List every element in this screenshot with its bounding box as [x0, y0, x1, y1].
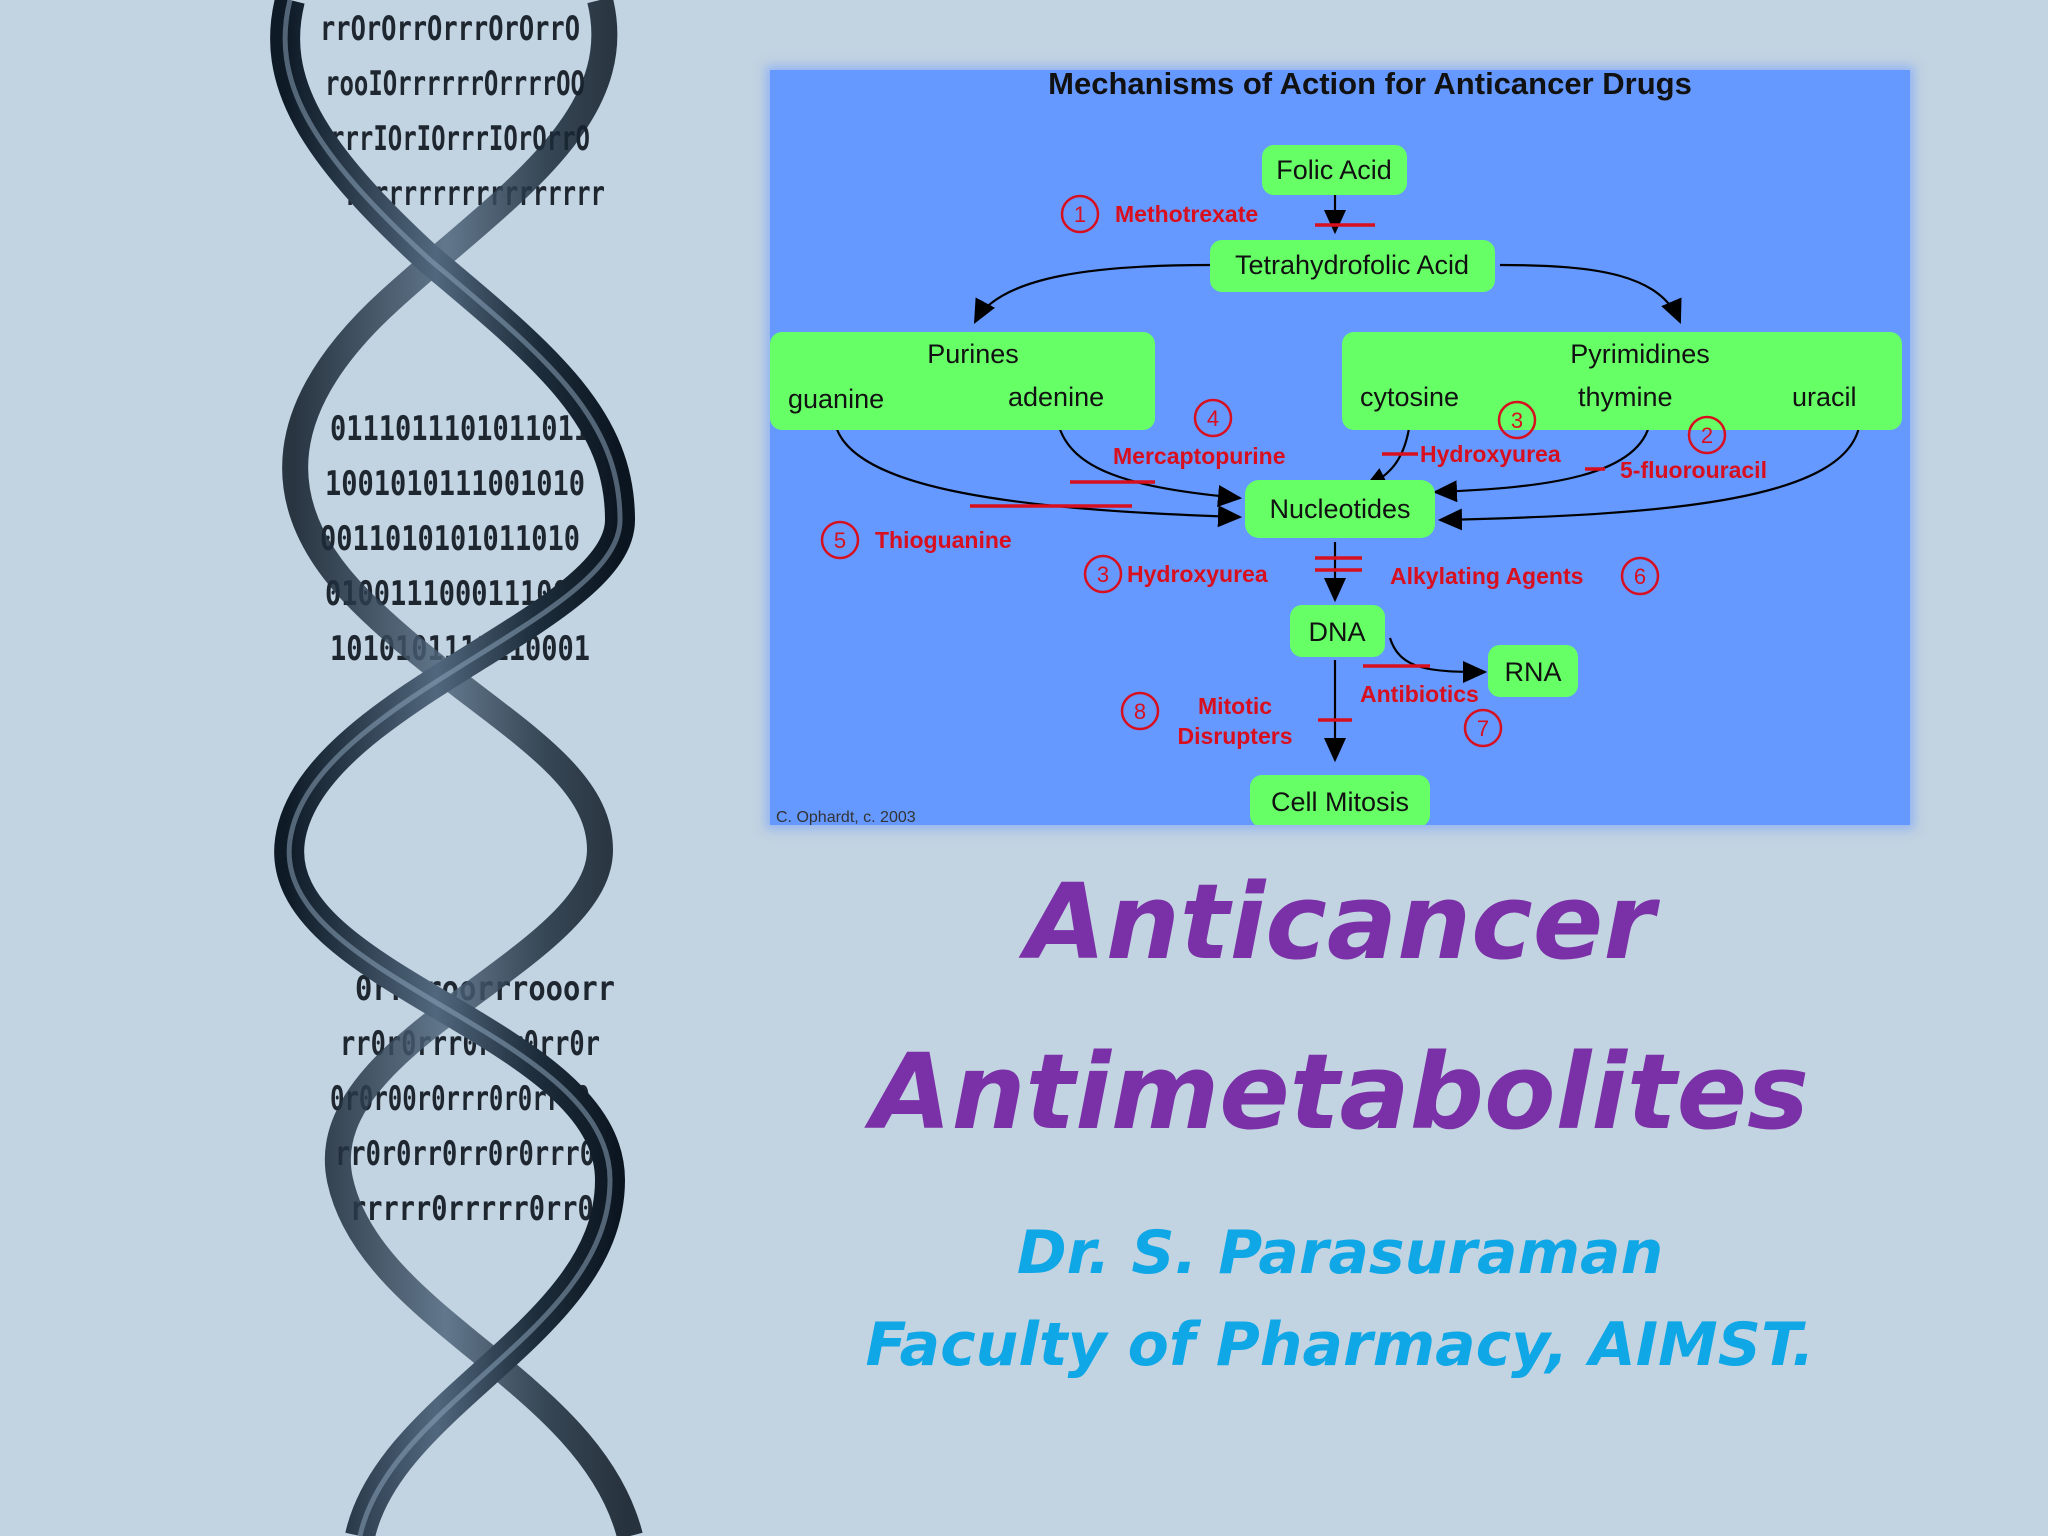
drug-num-alkylating: 6: [1634, 564, 1646, 589]
arrow-guanine-to-nucleotides: [835, 423, 1240, 517]
drug-num-antibiotics: 7: [1477, 716, 1489, 741]
drug-mitotic-line2: Disrupters: [1177, 723, 1292, 749]
arrow-thf-to-pyrimidines: [1500, 265, 1680, 322]
drug-mitotic-line1: Mitotic: [1198, 693, 1272, 719]
node-guanine-label: guanine: [788, 384, 884, 414]
node-cell-mitosis-label: Cell Mitosis: [1271, 787, 1409, 817]
binary-row: 0011010101011010: [320, 519, 580, 559]
arrow-thf-to-purines: [975, 265, 1210, 322]
drug-num-mitotic: 8: [1134, 699, 1146, 724]
drug-thioguanine: Thioguanine: [875, 527, 1012, 553]
diagram-title: Mechanisms of Action for Anticancer Drug…: [1048, 70, 1692, 101]
drug-num-hydroxyurea-top: 3: [1511, 408, 1523, 433]
drug-hydroxyurea-mid: Hydroxyurea: [1127, 561, 1268, 587]
drug-num-hydroxyurea-mid: 3: [1097, 562, 1109, 587]
slide-title-line1: Anticancer: [770, 862, 1910, 982]
node-pyrimidines-label: Pyrimidines: [1570, 339, 1710, 369]
node-folic-acid-label: Folic Acid: [1276, 155, 1392, 185]
drug-num-thioguanine: 5: [834, 528, 846, 553]
binary-row: rr0r0rr0rr0r0rrr0: [335, 1134, 595, 1174]
drug-antibiotics: Antibiotics: [1360, 681, 1479, 707]
node-uracil-label: uracil: [1792, 382, 1857, 412]
drug-mercaptopurine: Mercaptopurine: [1113, 443, 1286, 469]
node-cytosine-label: cytosine: [1360, 382, 1459, 412]
node-adenine-label: adenine: [1008, 382, 1104, 412]
slide-affiliation: Faculty of Pharmacy, AIMST.: [770, 1305, 1910, 1385]
node-thymine-label: thymine: [1578, 382, 1673, 412]
slide-title-line2: Antimetabolites: [770, 1032, 1910, 1152]
node-rna-label: RNA: [1504, 657, 1561, 687]
drug-num-methotrexate: 1: [1074, 202, 1086, 227]
node-purines-label: Purines: [927, 339, 1019, 369]
drug-hydroxyurea-top: Hydroxyurea: [1420, 441, 1561, 467]
diagram-credit: C. Ophardt, c. 2003: [776, 809, 916, 825]
drug-num-5fu: 2: [1701, 423, 1713, 448]
binary-row: rrOrOrrOrrrOrOrrO: [320, 9, 580, 49]
node-dna-label: DNA: [1308, 617, 1365, 647]
drug-num-mercaptopurine: 4: [1207, 406, 1219, 431]
node-nucleotides-label: Nucleotides: [1269, 494, 1410, 524]
drug-alkylating: Alkylating Agents: [1390, 563, 1583, 589]
mechanism-diagram: Mechanisms of Action for Anticancer Drug…: [770, 70, 1910, 825]
binary-row: rrrrr0rrrrr0rr0r: [350, 1189, 610, 1229]
slide-author: Dr. S. Parasuraman: [770, 1213, 1910, 1293]
binary-row: 1001010111001010: [325, 464, 585, 504]
drug-methotrexate: Methotrexate: [1115, 201, 1258, 227]
binary-row: 0111011101011011: [330, 409, 590, 449]
node-thf-label: Tetrahydrofolic Acid: [1235, 250, 1469, 280]
binary-row: rooIOrrrrrrOrrrrOO: [325, 64, 585, 104]
dna-double-helix-icon: rrOrOrrOrrrOrOrrOrooIOrrrrrrOrrrrOOrrrIO…: [270, 0, 660, 1536]
drug-5fu: 5-fluorouracil: [1620, 457, 1767, 483]
